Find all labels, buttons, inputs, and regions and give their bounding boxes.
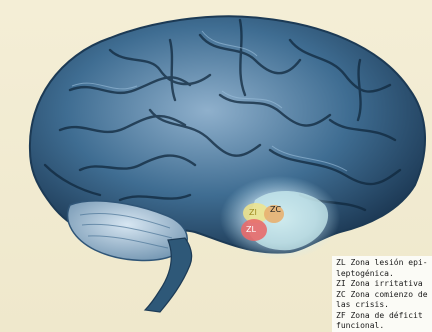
zone-zl-label: ZL	[246, 226, 256, 234]
legend-line: ZI Zona irritativa	[336, 279, 432, 290]
zone-zc-label: ZC	[270, 206, 281, 214]
legend-line: las crisis.	[336, 300, 432, 311]
legend-line: leptogénica.	[336, 269, 432, 280]
legend-line: ZC Zona comienzo de	[336, 290, 432, 301]
zone-zi-label: ZI	[249, 209, 257, 217]
legend-line: funcional.	[336, 321, 432, 332]
legend-line: ZL Zona lesión epi-	[336, 258, 432, 269]
legend-line: ZF Zona de déficit	[336, 311, 432, 322]
legend: ZL Zona lesión epi- leptogénica. ZI Zona…	[332, 256, 432, 332]
